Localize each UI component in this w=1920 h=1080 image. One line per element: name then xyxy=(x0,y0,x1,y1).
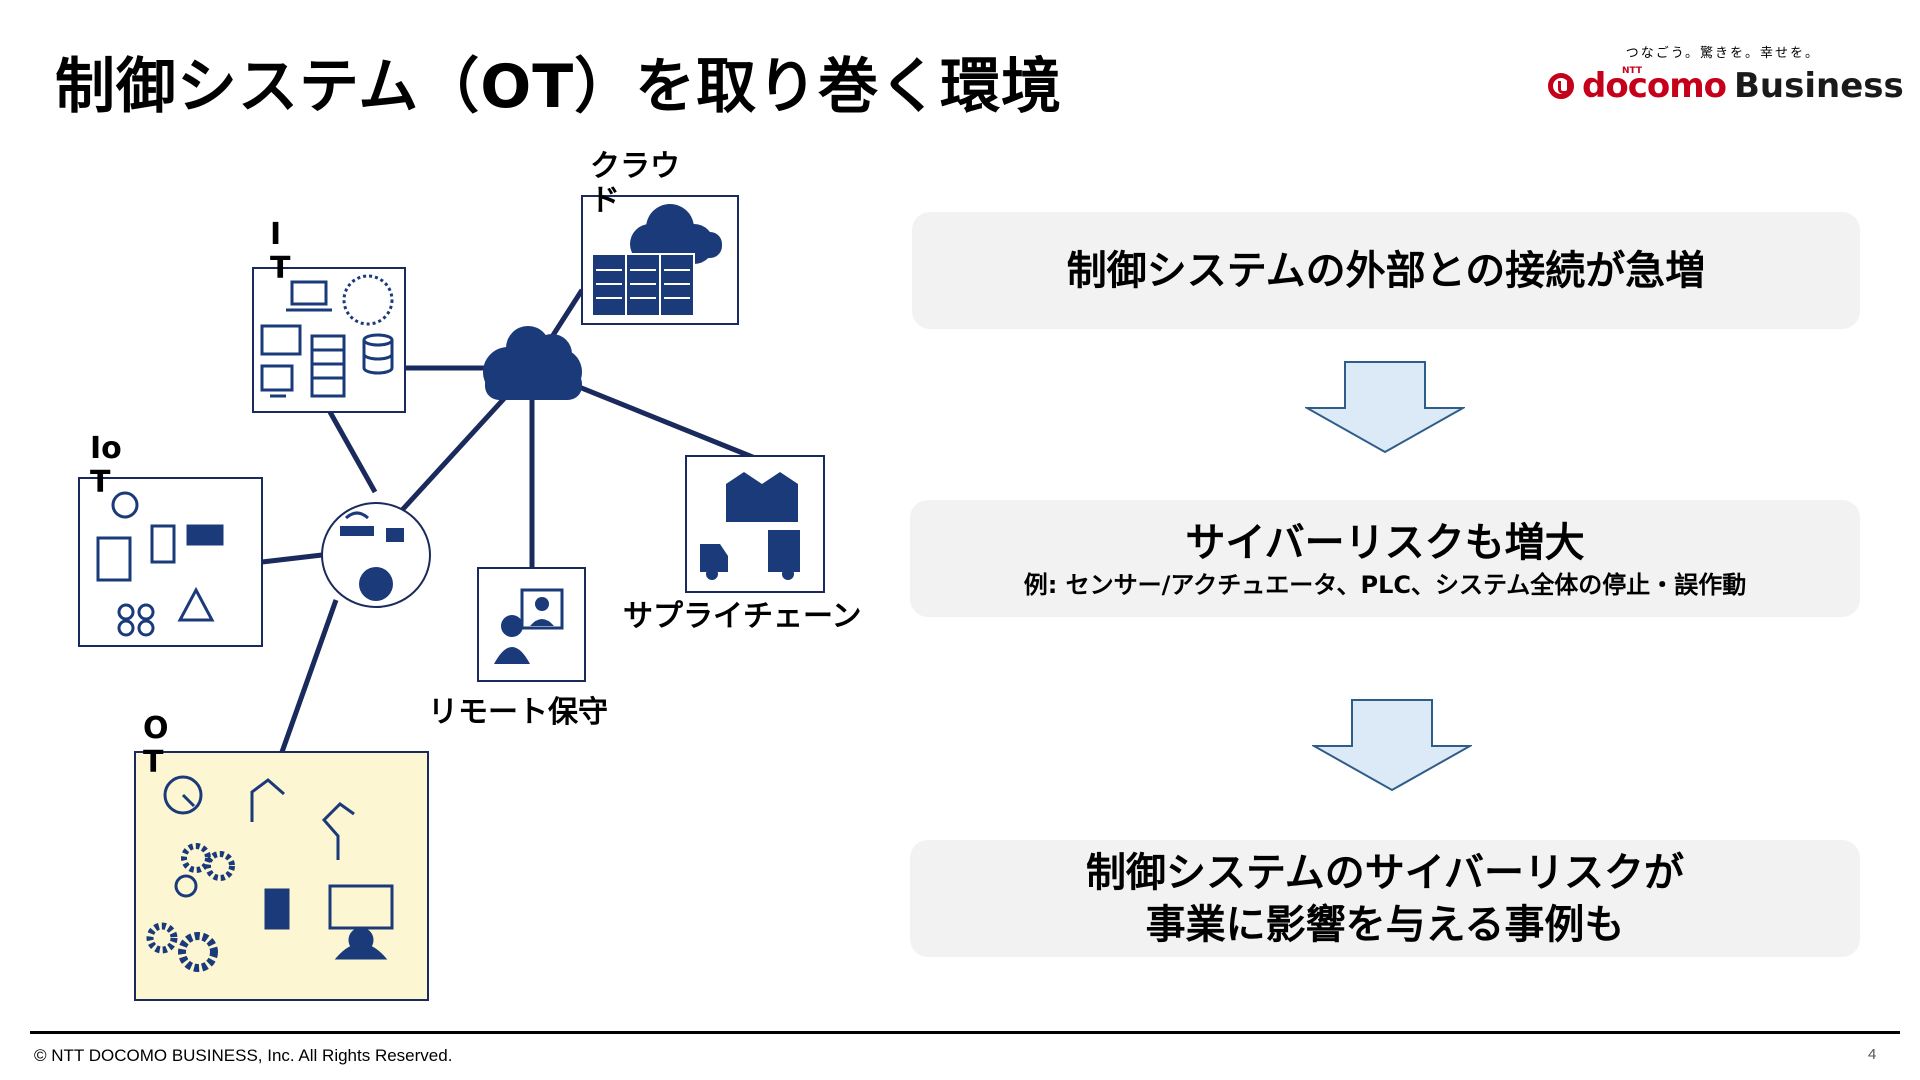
camera-icon xyxy=(186,524,224,546)
docomo-business-logo: つなごう。驚きを。幸せを。 NTT docomo Business xyxy=(1548,42,1904,112)
server-rack-icon xyxy=(310,334,346,398)
smart-meter-icon xyxy=(96,536,132,582)
page-title: 制御システム（OT）を取り巻く環境 xyxy=(55,52,1063,122)
truck-icon xyxy=(768,530,800,572)
panel-connection-increase: 制御システムの外部との接続が急増 xyxy=(912,212,1860,329)
smartwatch-icon xyxy=(150,524,176,564)
page-number: 4 xyxy=(1868,1046,1877,1063)
usb-stick-icon xyxy=(264,888,290,930)
panel-3-line-2: 事業に影響を与える事例も xyxy=(1145,901,1625,948)
supply-chain-label: サプライチェーン xyxy=(623,599,862,634)
ai-brain-icon xyxy=(359,567,393,601)
it-box xyxy=(252,267,406,413)
footer-divider xyxy=(30,1031,1900,1034)
line-it-gateway xyxy=(327,410,378,494)
warehouse-icon xyxy=(726,472,798,522)
panel-2-subtext: 例: センサー/アクチュエータ、PLC、システム全体の停止・誤作動 xyxy=(1023,570,1747,599)
panel-cyber-risk-increase: サイバーリスクも増大 例: センサー/アクチュエータ、PLC、システム全体の停止… xyxy=(910,500,1860,617)
cloud-server-icon xyxy=(591,204,722,317)
logo-ring-icon xyxy=(1548,73,1574,99)
ot-equipment-icons xyxy=(146,775,394,972)
panel-2-text: サイバーリスクも増大 xyxy=(1185,519,1585,566)
panel-business-impact: 制御システムのサイバーリスクが 事業に影響を与える事例も xyxy=(910,840,1860,957)
logo-tagline: つなごう。驚きを。幸せを。 xyxy=(1625,46,1820,61)
it-equipment-icons xyxy=(260,274,394,398)
ot-box xyxy=(134,751,429,1001)
line-gateway-ot xyxy=(279,599,339,753)
gauge-icon xyxy=(163,775,203,815)
remote-maintenance-icon xyxy=(494,588,564,664)
remote-maintenance-label: リモート保守 xyxy=(428,695,608,730)
supply-chain-icons xyxy=(700,472,800,580)
robot-arm-2-icon xyxy=(321,802,355,860)
network-diagram xyxy=(78,195,825,1001)
robot-arm-icon xyxy=(250,778,285,822)
iot-network-icon xyxy=(177,586,215,622)
logo-business: Business xyxy=(1734,66,1904,106)
line-iot-gateway xyxy=(261,552,323,565)
desktop-pc-icon xyxy=(260,364,294,392)
cloud-label: クラウド xyxy=(590,149,680,218)
iot-device-icons xyxy=(96,491,224,637)
drone-icon xyxy=(117,603,135,621)
logo-wordmark: docomo Business xyxy=(1548,64,1904,108)
laptop-icon xyxy=(290,280,328,306)
router-icon xyxy=(340,526,374,536)
panel-1-text: 制御システムの外部との接続が急増 xyxy=(1066,247,1706,294)
it-label: IT xyxy=(270,217,291,286)
logo-ntt: NTT xyxy=(1622,66,1643,76)
globe-icon xyxy=(174,874,198,898)
copyright-text: © NTT DOCOMO BUSINESS, Inc. All Rights R… xyxy=(34,1046,453,1065)
device-icon xyxy=(386,528,404,542)
gateway-icons xyxy=(340,511,404,601)
webcam-icon xyxy=(111,491,139,519)
panel-3-line-1: 制御システムのサイバーリスクが xyxy=(1086,849,1684,896)
gear-3-icon xyxy=(178,932,218,972)
iot-label: IoT xyxy=(90,431,122,500)
central-cloud-icon xyxy=(483,326,582,400)
logo-docomo: docomo xyxy=(1582,66,1727,106)
dashboard-icon xyxy=(260,324,302,356)
binary-globe-icon xyxy=(342,274,394,326)
down-arrow-1 xyxy=(1305,361,1465,454)
ot-label: OT xyxy=(143,711,169,780)
gear-2-icon xyxy=(146,922,178,954)
down-arrow-2 xyxy=(1312,699,1472,792)
